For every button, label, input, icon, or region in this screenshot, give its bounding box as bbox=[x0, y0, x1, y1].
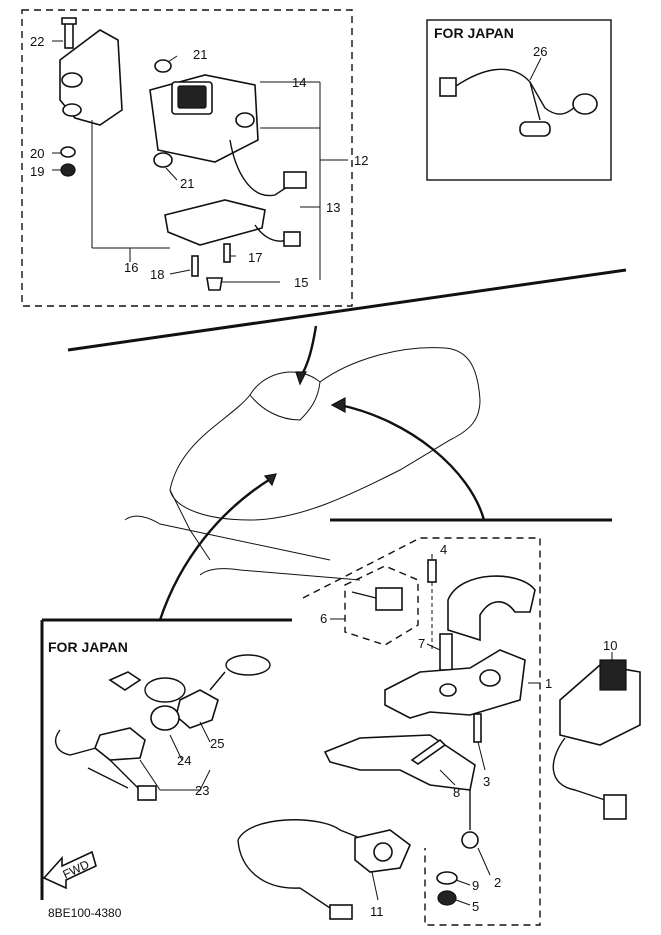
fwd-arrow-icon: FWD bbox=[42, 850, 97, 890]
bolt-22 bbox=[61, 17, 77, 49]
fwd-label: FWD bbox=[61, 857, 92, 881]
callout-16: 16 bbox=[124, 260, 138, 275]
callout-17: 17 bbox=[248, 250, 262, 265]
japan-box-top bbox=[426, 19, 612, 181]
callout-23: 23 bbox=[195, 783, 209, 798]
arrow-left bbox=[158, 476, 273, 621]
brake-lever-2 bbox=[323, 734, 476, 791]
washer-9 bbox=[436, 871, 458, 885]
callout-9: 9 bbox=[472, 878, 479, 893]
callout-19: 19 bbox=[30, 164, 44, 179]
callout-18: 18 bbox=[150, 267, 164, 282]
bolt-3 bbox=[473, 713, 482, 743]
callout-10: 10 bbox=[603, 638, 617, 653]
wire-11 bbox=[237, 819, 366, 841]
nut-21b bbox=[153, 152, 173, 168]
japan-bottom-header: FOR JAPAN bbox=[48, 639, 128, 655]
callout-15: 15 bbox=[294, 275, 308, 290]
wire-harness bbox=[229, 139, 291, 197]
callout-13: 13 bbox=[326, 200, 340, 215]
separator-top bbox=[67, 268, 627, 352]
japan-harness-26 bbox=[439, 68, 598, 137]
callout-8: 8 bbox=[453, 785, 460, 800]
screw-17 bbox=[223, 243, 231, 263]
upper-assembly-frame bbox=[21, 9, 353, 307]
diagram-code: 8BE100-4380 bbox=[48, 906, 122, 920]
screw-8 bbox=[410, 738, 447, 765]
callout-7: 7 bbox=[418, 636, 425, 651]
callout-1: 1 bbox=[545, 676, 552, 691]
clip-6 bbox=[375, 587, 403, 611]
pin-7 bbox=[439, 633, 453, 671]
callout-6: 6 bbox=[320, 611, 327, 626]
callout-20: 20 bbox=[30, 146, 44, 161]
callout-12: 12 bbox=[354, 153, 368, 168]
lever-cover bbox=[447, 575, 536, 642]
holder-1 bbox=[384, 649, 526, 719]
subassembly-frame-6 bbox=[344, 565, 419, 646]
arrow-upper bbox=[298, 325, 318, 379]
mount-bracket bbox=[59, 29, 123, 126]
callout-14: 14 bbox=[292, 75, 306, 90]
lower-assembly-frame bbox=[302, 537, 541, 926]
screw-4 bbox=[427, 559, 437, 583]
connector-13 bbox=[283, 171, 307, 189]
callout-21a: 21 bbox=[193, 47, 207, 62]
callout-11: 11 bbox=[370, 904, 384, 919]
japan-top-header: FOR JAPAN bbox=[434, 25, 514, 41]
washer-20 bbox=[60, 146, 76, 158]
key-switch-assembly bbox=[54, 654, 271, 801]
callout-24: 24 bbox=[177, 753, 191, 768]
snowmobile-outline bbox=[124, 347, 481, 581]
callout-22: 22 bbox=[30, 34, 44, 49]
callout-5: 5 bbox=[472, 899, 479, 914]
arrow-right bbox=[339, 403, 486, 521]
callout-26: 26 bbox=[533, 44, 547, 59]
lower-cover bbox=[164, 199, 266, 246]
nut-19 bbox=[60, 163, 76, 177]
callout-21b: 21 bbox=[180, 176, 194, 191]
callout-2: 2 bbox=[494, 875, 501, 890]
callout-25: 25 bbox=[210, 736, 224, 751]
screw-18 bbox=[191, 255, 199, 277]
grommet-15 bbox=[206, 277, 223, 291]
callout-3: 3 bbox=[483, 774, 490, 789]
callout-4: 4 bbox=[440, 542, 447, 557]
nut-21a bbox=[154, 59, 172, 73]
nut-5 bbox=[437, 890, 457, 906]
